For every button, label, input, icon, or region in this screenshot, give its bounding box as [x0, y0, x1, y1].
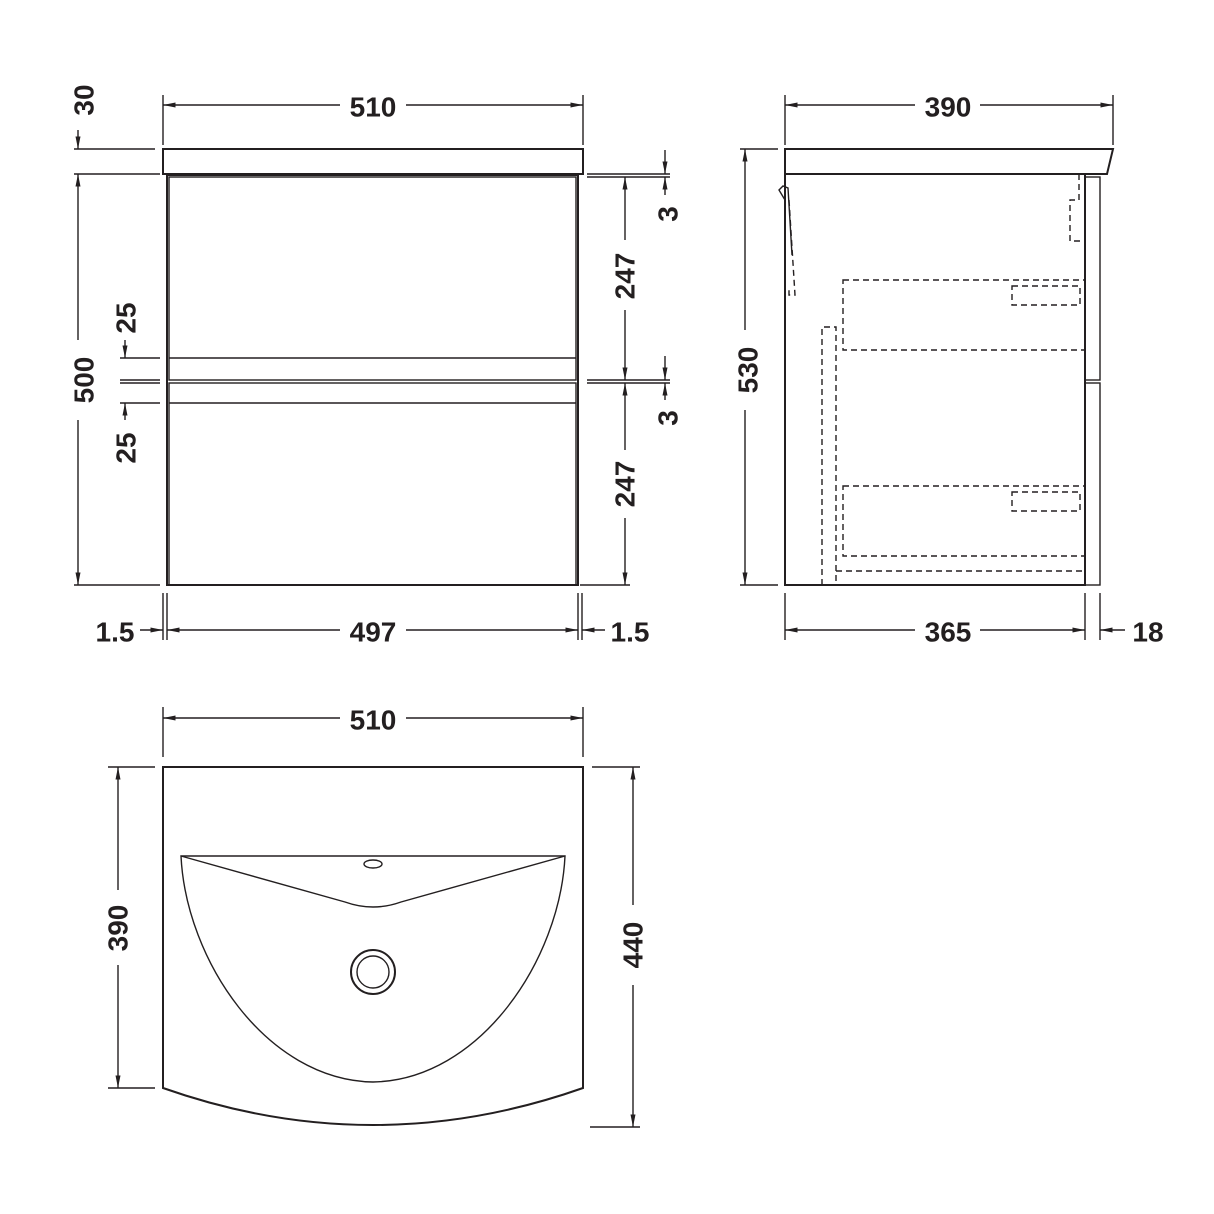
- bowl-back-edge: [180, 855, 566, 908]
- side-bottom-door: [1084, 382, 1101, 586]
- basin-bowl: [180, 855, 566, 1083]
- back-panel: [821, 326, 1085, 585]
- dim-front-width: 510: [350, 92, 397, 123]
- dim-handle-top: 25: [111, 302, 142, 333]
- plan-view: 510 390 440: [103, 705, 649, 1128]
- dim-plan-center-depth: 440: [618, 922, 649, 969]
- side-view: 390 530 365 18: [733, 92, 1164, 648]
- bottom-drawer-box: [842, 485, 1086, 557]
- dim-carcass-height: 500: [69, 357, 100, 404]
- dim-side-left: 1.5: [96, 617, 135, 648]
- dim-carcass-depth: 365: [925, 617, 972, 648]
- side-top-door: [1084, 176, 1101, 381]
- top-drawer-box: [842, 279, 1086, 351]
- tap-hole-icon: [363, 859, 383, 869]
- top-drawer-runner: [1011, 285, 1081, 306]
- front-worktop: [162, 148, 584, 175]
- bottom-drawer-front: [168, 382, 577, 586]
- waste-outlet-icon: [350, 949, 396, 995]
- side-worktop: [784, 148, 1115, 175]
- dim-total-height: 530: [733, 347, 764, 394]
- basin-outline: [162, 766, 584, 1126]
- dim-plan-width: 510: [350, 705, 397, 736]
- dim-side-right: 1.5: [611, 617, 650, 648]
- dim-gap-top: 3: [653, 206, 684, 222]
- side-carcass: [784, 173, 1086, 586]
- dim-gap-middle: 3: [653, 410, 684, 426]
- dim-side-depth: 390: [925, 92, 972, 123]
- front-view: 510 30 500 25 25 247 247 3 3: [69, 84, 684, 647]
- dim-bottom-drawer-height: 247: [610, 461, 641, 508]
- dim-top-drawer-height: 247: [610, 253, 641, 300]
- dim-inner-width: 497: [350, 617, 397, 648]
- bottom-drawer-runner: [1011, 491, 1081, 512]
- top-drawer-front: [168, 176, 577, 381]
- hanging-bracket: [1069, 174, 1085, 242]
- dim-top-thickness: 30: [69, 84, 100, 115]
- dim-door-thickness: 18: [1132, 617, 1163, 648]
- dim-handle-bottom: 25: [111, 432, 142, 463]
- dim-plan-side-depth: 390: [103, 905, 134, 952]
